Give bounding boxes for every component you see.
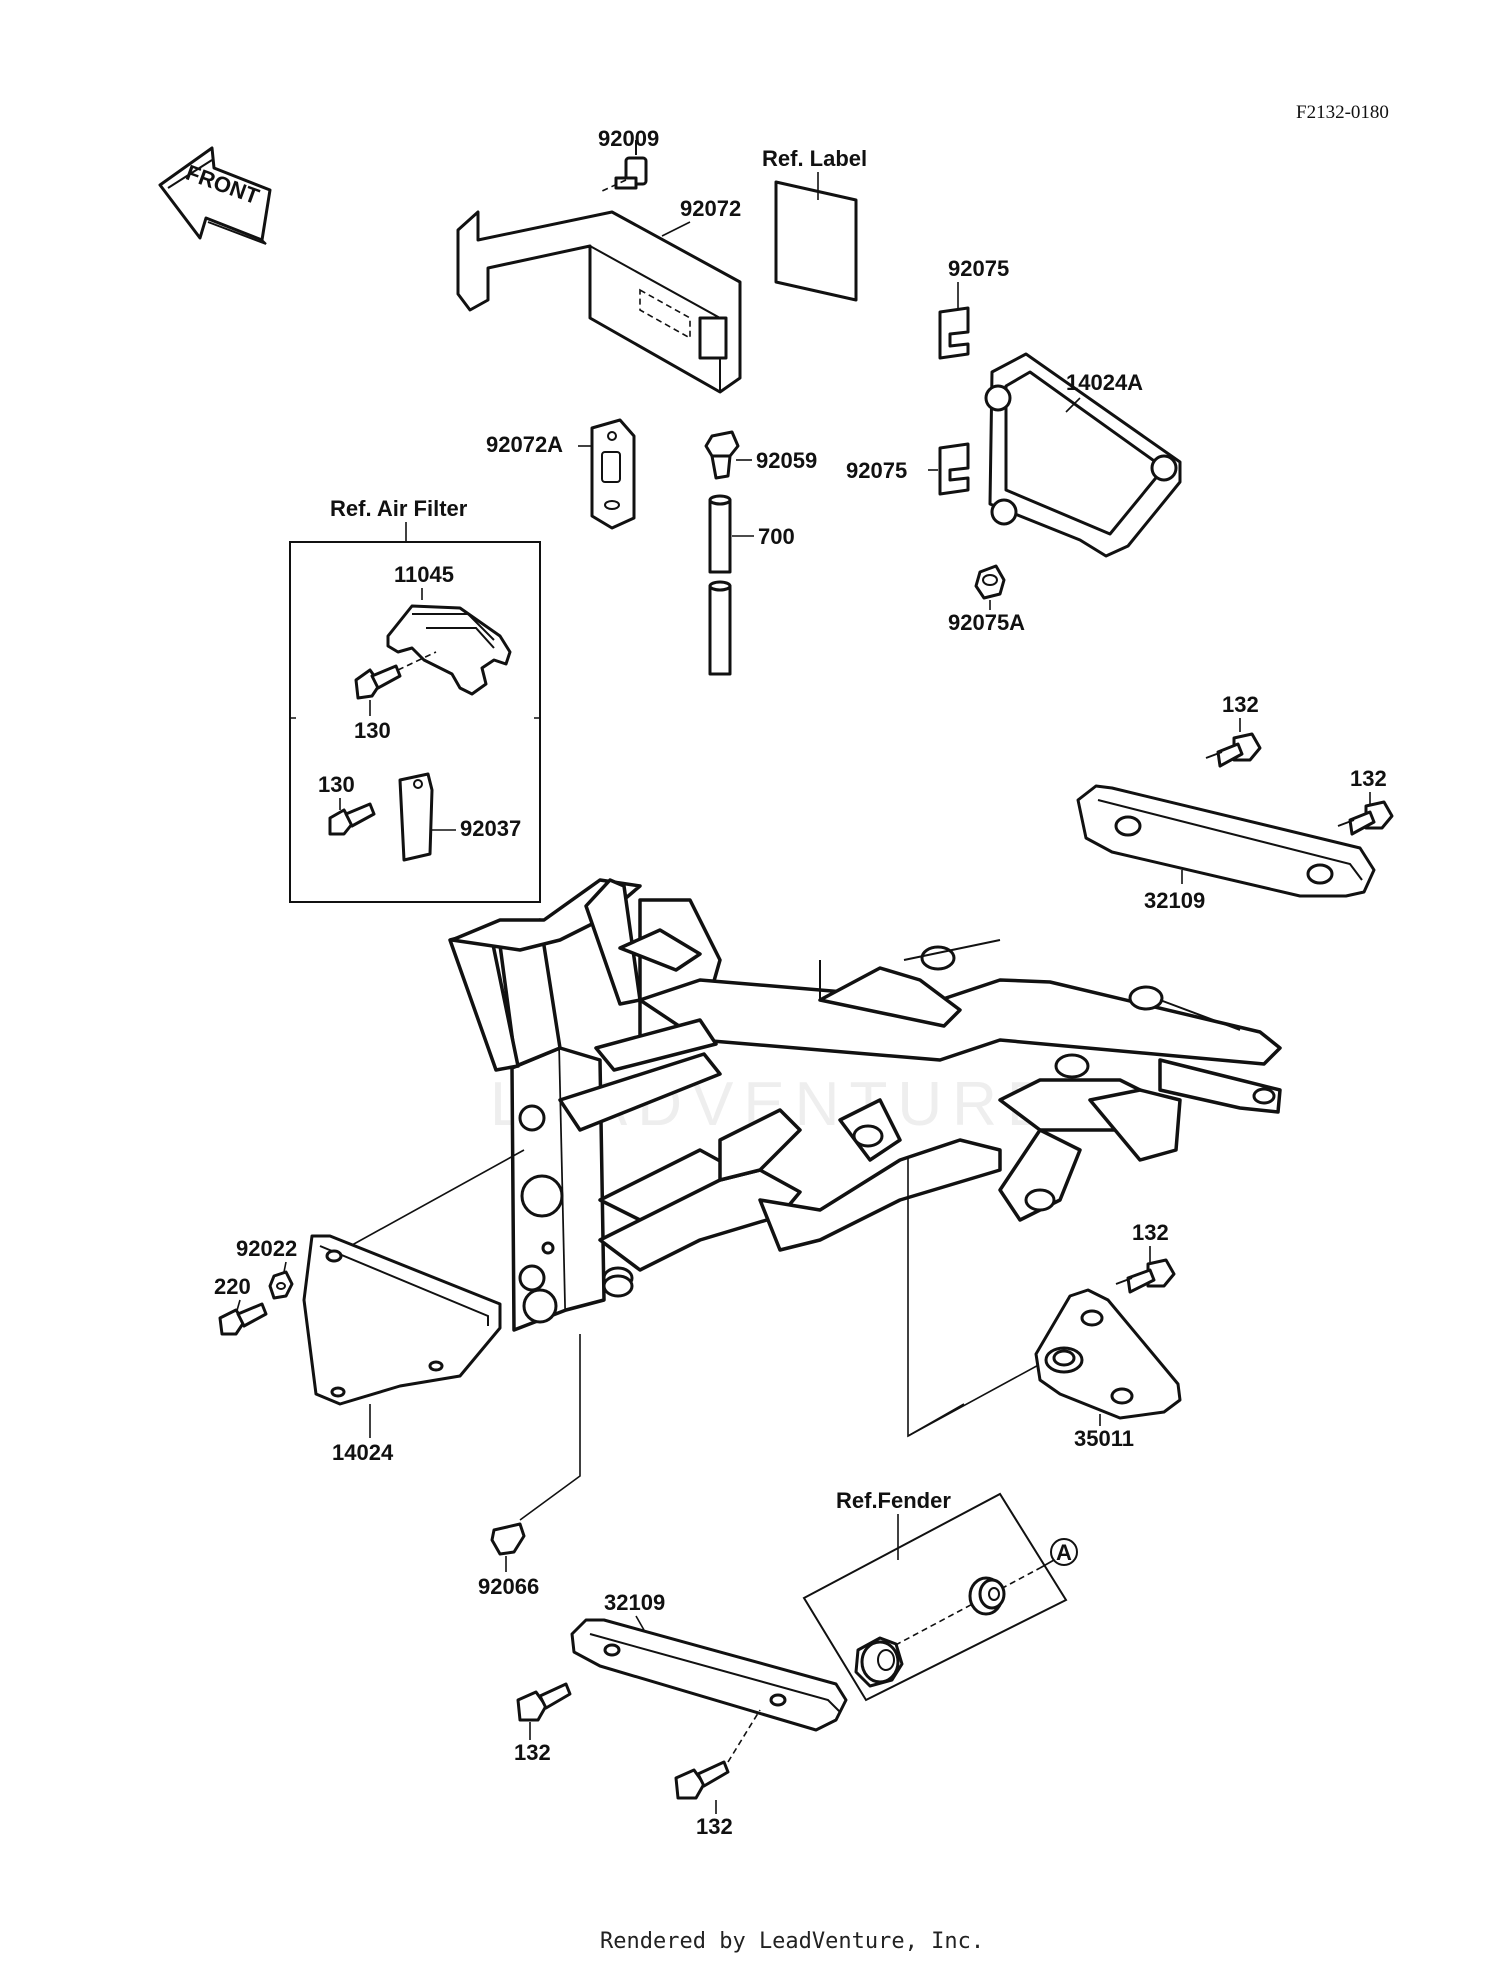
washer-92022-icon <box>268 1270 294 1300</box>
part-label-92022: 92022 <box>236 1236 297 1261</box>
part-label-132-c: 132 <box>1132 1220 1169 1245</box>
fender-group-box <box>802 1492 1068 1702</box>
bracket-35011-icon <box>1034 1288 1182 1420</box>
bolt-130-a-icon <box>354 664 402 700</box>
front-arrow-icon: FRONT <box>158 146 272 245</box>
bolt-132-c-icon <box>1115 1258 1176 1294</box>
part-label-14024: 14024 <box>332 1440 394 1465</box>
part-label-11045: 11045 <box>394 562 454 587</box>
motorcycle-frame-icon <box>448 878 1282 1332</box>
part-label-92009: 92009 <box>598 126 659 151</box>
side-cover-32109-bottom-icon <box>570 1618 848 1732</box>
bolt-132-a-icon <box>1205 732 1262 768</box>
bolt-132-b-icon <box>1337 800 1394 836</box>
side-cover-32109-top-icon <box>1076 784 1376 898</box>
part-label-130-b: 130 <box>318 772 355 797</box>
part-label-92072: 92072 <box>680 196 741 221</box>
air-filter-group-box <box>289 541 541 903</box>
clip-92075-top-icon <box>938 306 970 360</box>
part-label-92072A: 92072A <box>486 432 563 457</box>
part-label-92075-mid: 92075 <box>846 458 907 483</box>
ref-fender-text: Ref.Fender <box>836 1488 951 1513</box>
part-label-92037: 92037 <box>460 816 521 841</box>
grommet-fender-large-icon <box>854 1636 904 1688</box>
ref-label-card-icon <box>774 180 858 302</box>
part-label-220: 220 <box>214 1274 251 1299</box>
part-label-132-a: 132 <box>1222 692 1259 717</box>
part-label-92075-top: 92075 <box>948 256 1009 281</box>
grommet-92075A-icon <box>974 564 1006 600</box>
part-label-32109-a: 32109 <box>1144 888 1205 913</box>
drawing-code: F2132-0180 <box>1296 102 1389 123</box>
frame-cover-14024A-icon <box>984 352 1182 558</box>
grommet-fender-small-icon <box>968 1576 1006 1616</box>
part-label-132-e: 132 <box>696 1814 733 1839</box>
circle-callout-a-icon: A <box>1050 1538 1078 1566</box>
part-label-700: 700 <box>758 524 795 549</box>
part-label-130-a: 130 <box>354 718 391 743</box>
bracket-11045-icon <box>386 604 512 696</box>
plate-92072A-icon <box>590 418 636 530</box>
plug-92066-icon <box>490 1522 526 1556</box>
part-label-14024A: 14024A <box>1066 370 1143 395</box>
part-label-132-d: 132 <box>514 1740 551 1765</box>
ref-air-filter-text: Ref. Air Filter <box>330 496 468 521</box>
bolt-132-d-icon <box>516 1682 572 1722</box>
bolt-130-b-icon <box>328 802 376 836</box>
nut-92059-icon <box>704 430 740 480</box>
part-label-92066: 92066 <box>478 1574 539 1599</box>
part-label-35011: 35011 <box>1074 1426 1134 1451</box>
ref-label-text: Ref. Label <box>762 146 867 171</box>
circle-callout-a-letter: A <box>1056 1540 1072 1565</box>
part-label-132-b: 132 <box>1350 766 1387 791</box>
bolt-220-icon <box>218 1302 268 1336</box>
bracket-box-92072-icon <box>456 210 742 394</box>
strap-92037-icon <box>398 772 434 862</box>
bolt-132-e-icon <box>674 1760 730 1800</box>
part-label-92075A: 92075A <box>948 610 1025 635</box>
part-label-32109-b: 32109 <box>604 1590 665 1615</box>
footer-credit: Rendered by LeadVenture, Inc. <box>600 1929 984 1954</box>
side-cover-14024-icon <box>302 1234 502 1406</box>
bolt-92009-icon <box>614 140 648 190</box>
part-label-92059: 92059 <box>756 448 817 473</box>
clip-92075-mid-icon <box>938 442 970 496</box>
tube-700-icon <box>708 494 732 676</box>
